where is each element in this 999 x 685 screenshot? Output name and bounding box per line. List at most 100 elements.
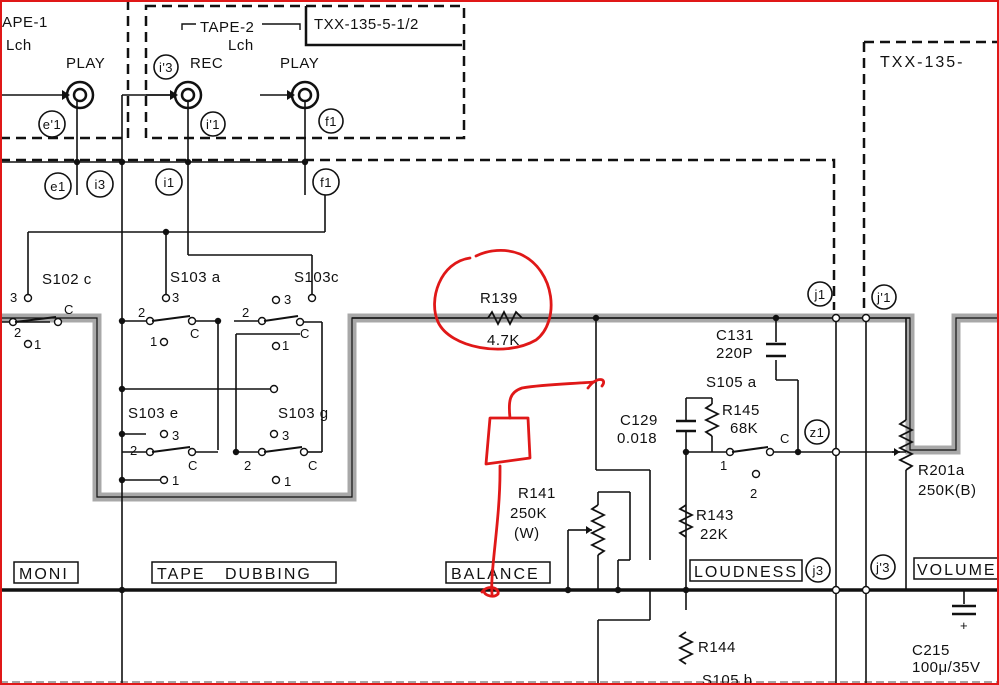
section-balance: BALANCE: [451, 566, 540, 583]
svg-text:2: 2: [138, 305, 146, 320]
r144-resistor: [677, 631, 695, 665]
section-tape-dubbing: TAPE DUBBING: [157, 566, 312, 583]
r139-resistor: [487, 309, 523, 327]
svg-text:2: 2: [244, 458, 252, 473]
red-lead-sketch: [507, 380, 596, 420]
svg-text:C: C: [64, 302, 74, 317]
r144-name: R144: [698, 639, 736, 656]
terminal-f1p: f1: [325, 114, 337, 129]
tape2-lch: Lch: [228, 37, 254, 54]
svg-text:1: 1: [172, 473, 180, 488]
c215-name: C215: [912, 642, 950, 659]
section-label-boxes: [13, 557, 999, 584]
svg-text:C: C: [190, 326, 200, 341]
c215-value: 100μ/35V: [912, 659, 981, 676]
svg-text:+: +: [960, 618, 968, 633]
red-annotations: [433, 249, 605, 598]
terminal-f1: f1: [320, 175, 332, 190]
svg-text:2: 2: [130, 443, 138, 458]
terminal-circles: [38, 54, 897, 583]
r145-name: R145: [722, 402, 760, 419]
terminal-e1: e1: [50, 179, 65, 194]
svg-text:2: 2: [242, 305, 250, 320]
section-moni: MONI: [19, 566, 69, 583]
terminal-j1: j1: [813, 287, 825, 302]
terminal-i1p: i'1: [206, 117, 220, 132]
red-circle-r139: [433, 249, 553, 351]
terminal-i3p: i'3: [159, 60, 173, 75]
r141-taper: (W): [514, 525, 540, 542]
svg-text:1: 1: [34, 337, 42, 352]
section-loudness: LOUDNESS: [694, 564, 798, 581]
svg-text:1: 1: [150, 334, 158, 349]
svg-text:C: C: [300, 326, 310, 341]
svg-text:C: C: [780, 431, 790, 446]
board-outlines: [0, 0, 999, 310]
r201a-name: R201a: [918, 462, 965, 479]
circuit-wires: [0, 94, 965, 685]
junction-dots: [73, 158, 802, 594]
c129-capacitor: [676, 419, 696, 433]
terminal-j1p: j'1: [876, 290, 891, 305]
tape2-title: TAPE-2: [200, 19, 254, 36]
r201a-value: 250K(B): [918, 482, 977, 499]
switch-s103a: S103 a: [170, 269, 221, 286]
r141-name: R141: [518, 485, 556, 502]
svg-text:3: 3: [172, 428, 180, 443]
svg-text:3: 3: [284, 292, 292, 307]
terminal-i3: i3: [94, 177, 105, 192]
tape1-lch: Lch: [6, 37, 32, 54]
switch-s103g: S103 g: [278, 405, 329, 422]
r139-value: 4.7K: [487, 332, 520, 349]
svg-text:3: 3: [172, 290, 180, 305]
svg-text:2: 2: [14, 325, 22, 340]
r141-potentiometer: [589, 504, 607, 556]
red-box-sketch: [484, 416, 532, 466]
svg-text:3: 3: [282, 428, 290, 443]
svg-text:1: 1: [282, 338, 290, 353]
red-wire-sketch: [490, 464, 502, 596]
c131-capacitor: [766, 342, 786, 358]
tape1-play-label: PLAY: [66, 55, 105, 72]
tape2-play-label: PLAY: [280, 55, 319, 72]
r201a-potentiometer: [897, 419, 915, 471]
tape2-block-outline: [144, 4, 466, 140]
board-a-label-box: [304, 6, 462, 47]
r143-name: R143: [696, 507, 734, 524]
r145-resistor: [703, 403, 721, 437]
volume-board-outline: [862, 40, 999, 310]
svg-text:3: 3: [10, 290, 18, 305]
c129-name: C129: [620, 412, 658, 429]
c129-value: 0.018: [617, 430, 657, 447]
red-arrow-end: [586, 378, 605, 390]
r141-value: 250K: [510, 505, 547, 522]
open-contacts: [8, 293, 871, 595]
terminal-j3p: j'3: [875, 560, 890, 575]
r143-resistor: [677, 504, 695, 538]
svg-text:C: C: [188, 458, 198, 473]
svg-text:C: C: [308, 458, 318, 473]
terminal-i1: i1: [163, 175, 174, 190]
c131-value: 220P: [716, 345, 753, 362]
r139-name: R139: [480, 290, 518, 307]
svg-text:1: 1: [720, 458, 728, 473]
tape1-block-outline: [0, 0, 130, 140]
r143-value: 22K: [700, 526, 728, 543]
switch-s102c: S102 c: [42, 271, 92, 288]
tape2-rec-label: REC: [190, 55, 223, 72]
switch-s103e: S103 e: [128, 405, 179, 422]
section-volume: VOLUME: [917, 562, 997, 579]
switch-s105a: S105 a: [706, 374, 757, 391]
terminal-j3: j3: [811, 563, 823, 578]
board-a-label: TXX-135-5-1/2: [314, 16, 419, 33]
svg-text:1: 1: [284, 474, 292, 489]
tape1-title: APE-1: [2, 14, 48, 31]
svg-text:2: 2: [750, 486, 758, 501]
terminal-e1p: e'1: [43, 117, 61, 132]
c215-capacitor: [952, 604, 976, 616]
board-b-label: TXX-135-: [880, 54, 964, 71]
switch-s105b: S105 b: [702, 672, 753, 685]
preamp-board-outline: [0, 158, 836, 310]
